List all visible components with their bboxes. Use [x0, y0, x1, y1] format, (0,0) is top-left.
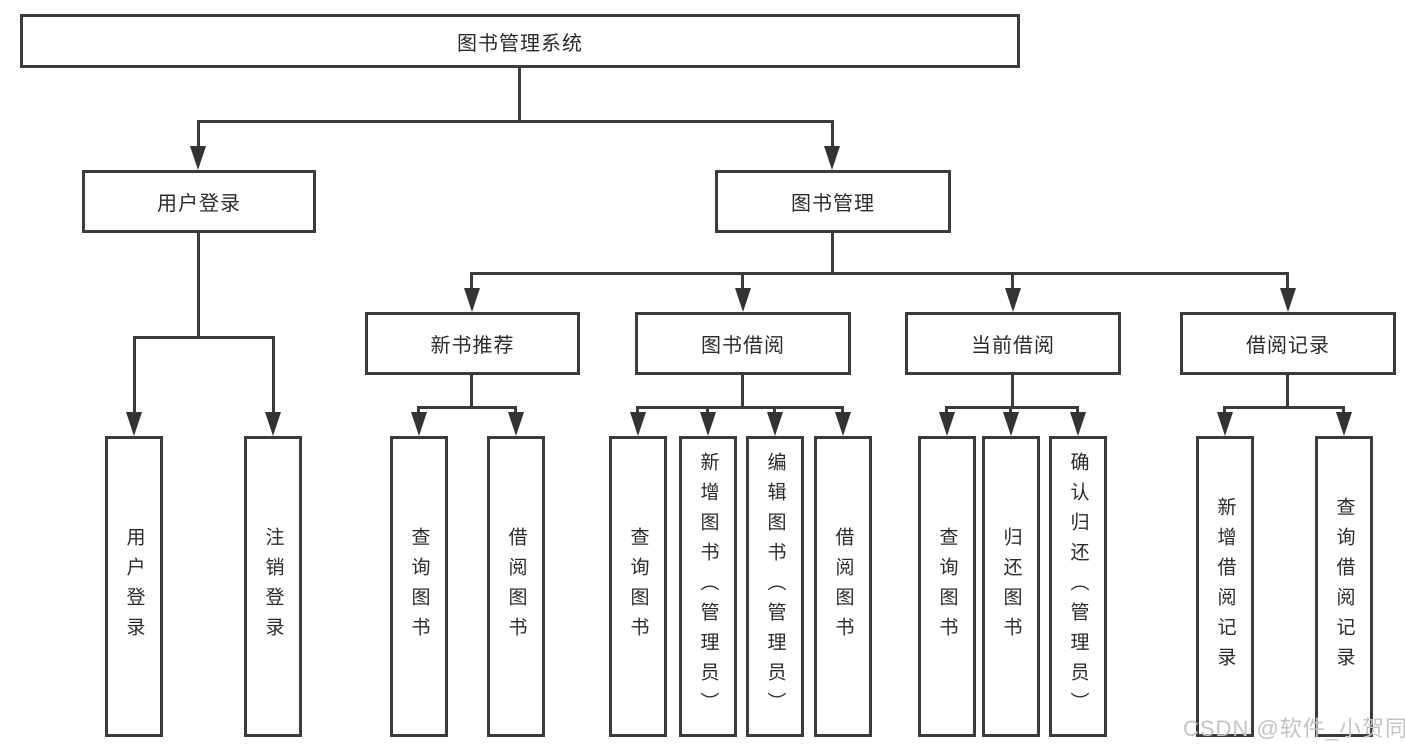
connector-m2-trunk: [741, 375, 744, 406]
leaf-query-borrow-record-label: 查询借阅记录: [1333, 496, 1355, 677]
leaf-borrow-borrow-books-label: 借阅图书: [832, 526, 854, 647]
connector-user-login-distributor: [133, 336, 275, 339]
node-new-book-recommend-label: 新书推荐: [430, 335, 515, 357]
node-book-management-label: 图书管理: [791, 193, 875, 215]
arrowhead-icon: [464, 288, 480, 312]
connector-m1-c2: [514, 406, 517, 412]
connector-m3-c2: [1009, 406, 1012, 412]
connector-to-book-borrow: [741, 272, 744, 288]
arrowhead-icon: [1005, 288, 1021, 312]
arrowhead-icon: [411, 412, 427, 436]
connector-m2-c4: [841, 406, 844, 412]
connector-m1-c1: [417, 406, 420, 412]
leaf-borrow-query-books: 查询图书: [609, 436, 667, 737]
arrowhead-icon: [700, 412, 716, 436]
arrowhead-icon: [1070, 412, 1086, 436]
arrowhead-icon: [824, 146, 840, 170]
arrowhead-icon: [1280, 288, 1296, 312]
connector-to-current-borrow: [1011, 272, 1014, 288]
connector-to-new-book: [470, 272, 473, 288]
arrowhead-icon: [767, 412, 783, 436]
node-borrow-records: 借阅记录: [1180, 312, 1396, 375]
node-root: 图书管理系统: [20, 14, 1020, 68]
arrowhead-icon: [265, 412, 281, 436]
arrowhead-icon: [835, 412, 851, 436]
arrowhead-icon: [939, 412, 955, 436]
node-book-borrow-label: 图书借阅: [701, 335, 785, 357]
leaf-recommend-query-books: 查询图书: [390, 436, 448, 737]
leaf-current-query-books: 查询图书: [918, 436, 976, 737]
connector-root-distributor: [197, 120, 834, 123]
leaf-user-login: 用户登录: [105, 436, 163, 737]
node-current-borrow-label: 当前借阅: [971, 335, 1055, 357]
leaf-add-book-admin: 新增图书（管理员）: [679, 436, 737, 737]
leaf-edit-book-admin-label: 编辑图书（管理员）: [764, 451, 786, 722]
connector-root-trunk: [518, 68, 521, 120]
leaf-user-login-label: 用户登录: [123, 526, 145, 647]
node-book-management: 图书管理: [715, 170, 951, 233]
connector-m3-trunk: [1011, 375, 1014, 406]
arrowhead-icon: [735, 288, 751, 312]
connector-m2-c3: [773, 406, 776, 412]
leaf-current-query-books-label: 查询图书: [936, 526, 958, 647]
connector-book-mgmt-distributor: [470, 272, 1289, 275]
leaf-query-borrow-record: 查询借阅记录: [1315, 436, 1373, 737]
leaf-borrow-query-books-label: 查询图书: [627, 526, 649, 647]
arrowhead-icon: [126, 412, 142, 436]
leaf-add-book-admin-label: 新增图书（管理员）: [697, 451, 719, 722]
connector-m2-c2: [706, 406, 709, 412]
leaf-add-borrow-record-label: 新增借阅记录: [1214, 496, 1236, 677]
leaf-add-borrow-record: 新增借阅记录: [1196, 436, 1254, 737]
connector-m4-distributor: [1223, 406, 1345, 409]
arrowhead-icon: [1003, 412, 1019, 436]
leaf-borrow-borrow-books: 借阅图书: [814, 436, 872, 737]
connector-to-borrow-records: [1286, 272, 1289, 288]
connector-to-leaf-logout: [272, 336, 275, 412]
connector-m2-c1: [636, 406, 639, 412]
connector-m1-trunk: [470, 375, 473, 406]
connector-m4-c2: [1342, 406, 1345, 412]
node-book-borrow: 图书借阅: [635, 312, 851, 375]
leaf-logout: 注销登录: [244, 436, 302, 737]
connector-m3-c1: [945, 406, 948, 412]
node-new-book-recommend: 新书推荐: [365, 312, 580, 375]
node-user-login-label: 用户登录: [157, 193, 241, 215]
leaf-confirm-return-admin-label: 确认归还（管理员）: [1067, 451, 1089, 722]
node-user-login: 用户登录: [82, 170, 316, 233]
leaf-return-book-label: 归还图书: [1000, 526, 1022, 647]
arrowhead-icon: [508, 412, 524, 436]
connector-to-leaf-user-login: [133, 336, 136, 412]
connector-m2-distributor: [636, 406, 844, 409]
connector-m3-distributor: [945, 406, 1079, 409]
node-current-borrow: 当前借阅: [905, 312, 1121, 375]
connector-m3-c3: [1076, 406, 1079, 412]
csdn-watermark: CSDN @软件_小贺同学: [1183, 716, 1405, 741]
leaf-recommend-borrow-books: 借阅图书: [487, 436, 545, 737]
leaf-logout-label: 注销登录: [262, 526, 284, 647]
leaf-return-book: 归还图书: [982, 436, 1040, 737]
connector-m4-c1: [1223, 406, 1226, 412]
leaf-edit-book-admin: 编辑图书（管理员）: [746, 436, 804, 737]
connector-m1-distributor: [417, 406, 517, 409]
leaf-confirm-return-admin: 确认归还（管理员）: [1049, 436, 1107, 737]
connector-to-user-login: [197, 120, 200, 146]
arrowhead-icon: [630, 412, 646, 436]
arrowhead-icon: [190, 146, 206, 170]
arrowhead-icon: [1336, 412, 1352, 436]
node-root-label: 图书管理系统: [457, 32, 583, 55]
arrowhead-icon: [1217, 412, 1233, 436]
connector-m4-trunk: [1286, 375, 1289, 406]
connector-book-mgmt-trunk: [831, 233, 834, 272]
node-borrow-records-label: 借阅记录: [1246, 335, 1330, 357]
connector-to-book-mgmt: [831, 120, 834, 146]
leaf-recommend-borrow-books-label: 借阅图书: [505, 526, 527, 647]
leaf-recommend-query-books-label: 查询图书: [408, 526, 430, 647]
connector-user-login-trunk: [197, 233, 200, 336]
